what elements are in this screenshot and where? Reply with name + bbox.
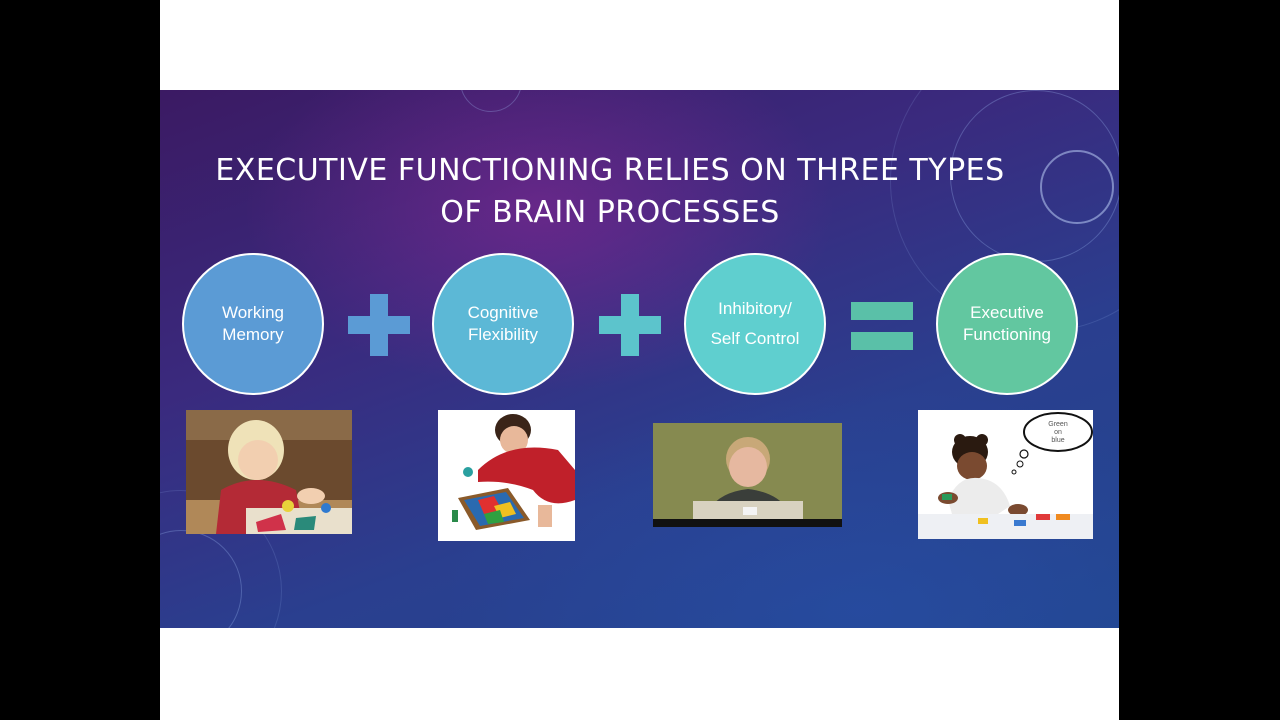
- inhibitory-self-control-circle: Inhibitory/Self Control: [684, 253, 826, 395]
- working-memory-photo: [186, 410, 352, 534]
- equals-icon: [851, 302, 913, 350]
- thought-bubble-text: Green: [1048, 421, 1068, 428]
- slide-page: EXECUTIVE FUNCTIONING RELIES ON THREE TY…: [160, 0, 1119, 720]
- circle-label: Inhibitory/: [718, 299, 792, 318]
- plus-icon: [348, 294, 410, 356]
- slide: EXECUTIVE FUNCTIONING RELIES ON THREE TY…: [160, 90, 1119, 628]
- circle-label: Self Control: [710, 329, 800, 348]
- circle-label: Executive: [970, 303, 1044, 322]
- circle-label: Flexibility: [468, 325, 538, 344]
- circle-label: Working: [221, 303, 285, 322]
- plus-icon: [599, 294, 661, 356]
- thought-bubble-text: on: [1054, 429, 1062, 436]
- thought-bubble-text: blue: [1051, 437, 1064, 444]
- slide-title: EXECUTIVE FUNCTIONING RELIES ON THREE TY…: [215, 153, 1005, 230]
- decorative-ring: [460, 90, 522, 112]
- self-control-photo: [653, 423, 842, 527]
- circle-label: Memory: [222, 325, 284, 344]
- cognitive-flexibility-photo: [438, 410, 575, 541]
- executive-functioning-photo: Green on blue: [918, 410, 1093, 539]
- circle-label: Functioning: [963, 325, 1051, 344]
- circle-label: Cognitive: [467, 303, 539, 322]
